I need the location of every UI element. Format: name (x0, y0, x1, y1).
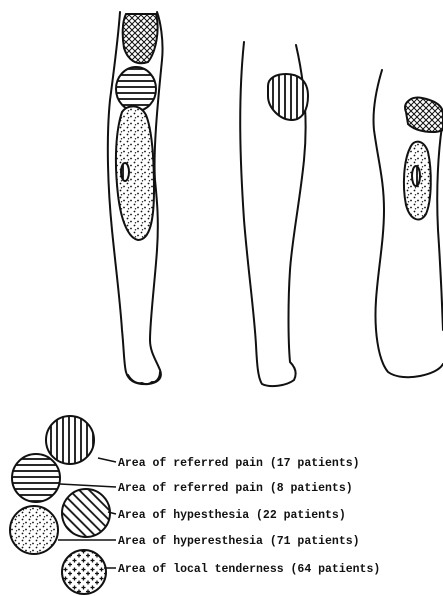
legend-swatch-dots (10, 506, 58, 554)
back-vertical-stripe-zone (268, 74, 308, 120)
legend-label-referred-pain-17: Area of referred pain (17 patients) (118, 457, 360, 470)
legend-swatch-crosses (62, 550, 106, 594)
legend-label-referred-pain-8: Area of referred pain (8 patients) (118, 482, 353, 495)
front-small-vertical-zone (121, 163, 129, 181)
front-leg-view (108, 12, 163, 384)
side-leg-front-edge (437, 120, 443, 330)
side-leg-view (373, 70, 443, 377)
front-upper-crosshatch-zone (123, 14, 158, 63)
side-small-vertical-zone (412, 166, 420, 186)
leader-line-1 (98, 458, 116, 462)
legend-label-hyperesthesia: Area of hyperesthesia (71 patients) (118, 535, 360, 548)
legend-label-hypesthesia: Area of hypesthesia (22 patients) (118, 509, 346, 522)
side-crosshatch-zone (405, 98, 443, 132)
legend-label-local-tenderness: Area of local tenderness (64 patients) (118, 563, 380, 576)
legend-labels: Area of referred pain (17 patients) Area… (118, 457, 380, 576)
front-horizontal-stripe-zone (116, 67, 156, 111)
legend-swatch-diagonal-stripes (62, 489, 110, 537)
legend-swatch-horizontal-stripes (12, 454, 60, 502)
leader-line-2 (60, 484, 116, 487)
legend-swatches (10, 416, 110, 594)
legend-swatch-vertical-stripes (46, 416, 94, 464)
back-leg-view (240, 42, 308, 386)
